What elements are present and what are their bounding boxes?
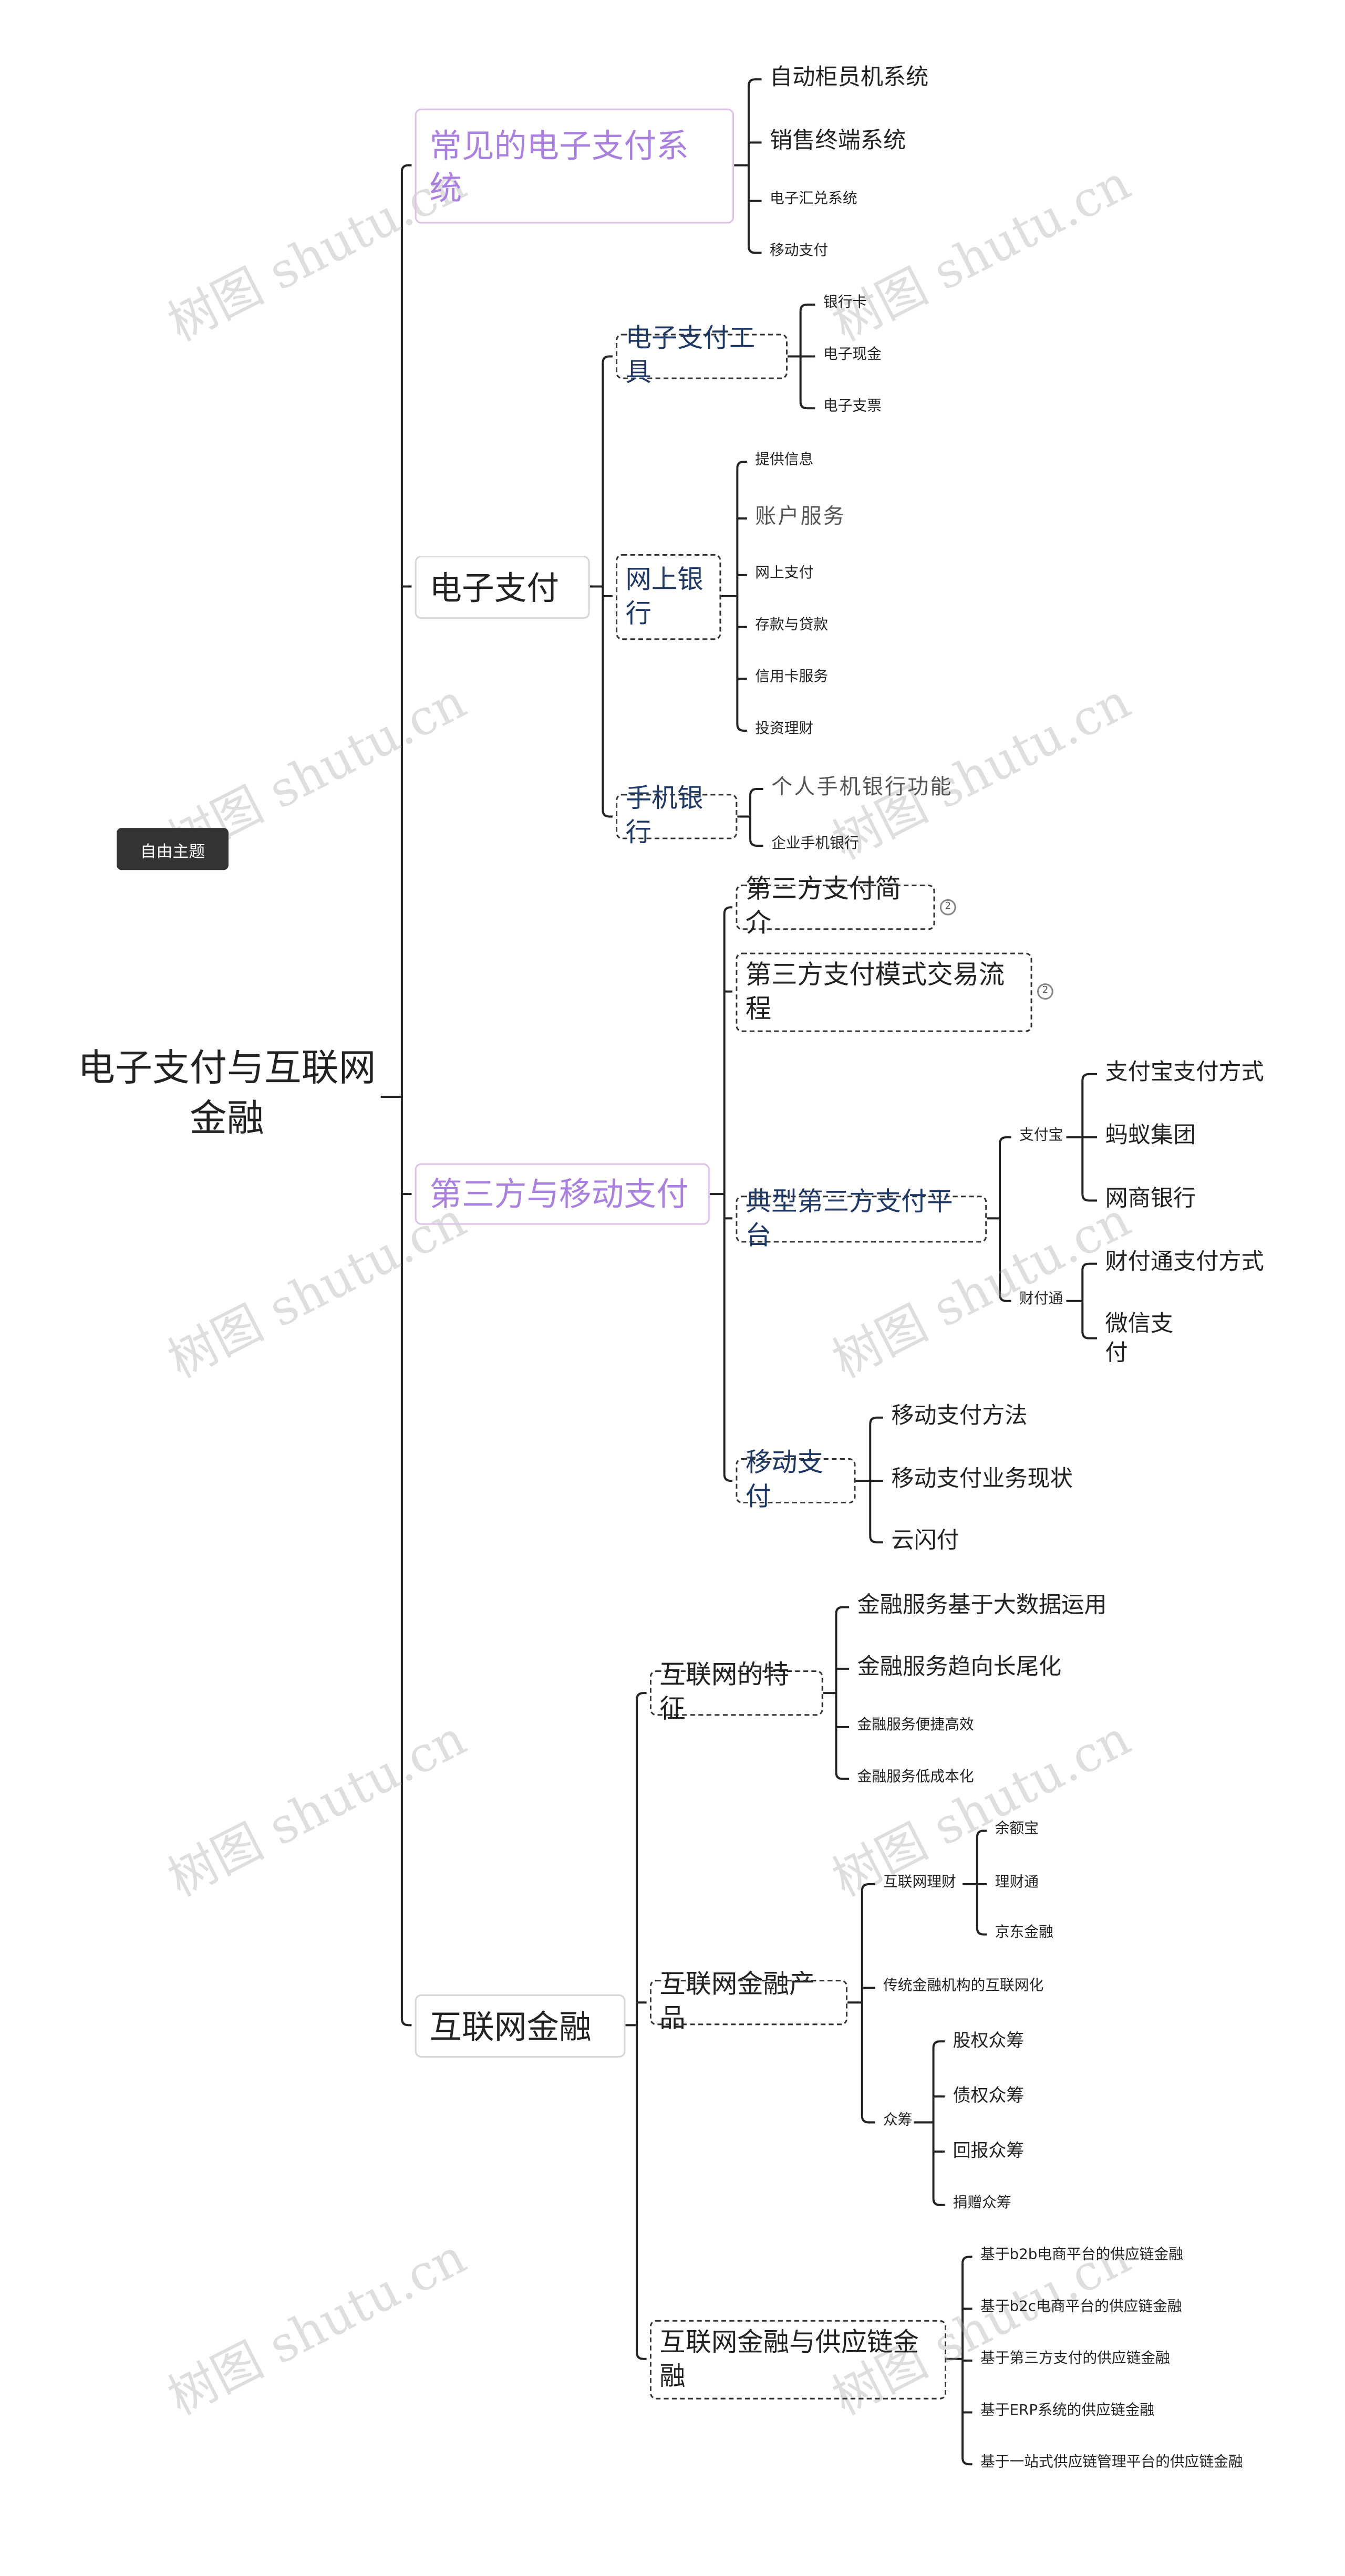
topic-supply-chain-finance[interactable]: 互联网金融与供应链金融	[649, 2320, 947, 2400]
connector	[1081, 1332, 1098, 1339]
topic-typical-platforms[interactable]: 典型第三方支付平台	[736, 1186, 987, 1250]
connector	[747, 78, 762, 86]
connector	[736, 724, 747, 732]
leaf[interactable]: 账户服务	[755, 505, 846, 530]
leaf[interactable]: 移动支付业务现状	[891, 1467, 1073, 1493]
leaf[interactable]: 金融服务基于大数据运用	[857, 1593, 1107, 1619]
topic-payment-tools[interactable]: 电子支付工具	[616, 323, 788, 387]
connector	[799, 303, 815, 311]
leaf[interactable]: 股权众筹	[953, 2030, 1025, 2052]
connector	[961, 2256, 972, 2263]
connector	[932, 2040, 945, 2048]
branch-internet-finance[interactable]: 互联网金融	[415, 1994, 626, 2058]
branch-third-party-mobile[interactable]: 第三方与移动支付	[415, 1163, 710, 1225]
branch-common-payment-systems[interactable]: 常见的电子支付系统	[415, 108, 734, 224]
leaf[interactable]: 微信支付	[1105, 1311, 1174, 1366]
topic-mobile-payment[interactable]: 移动支付	[736, 1447, 856, 1512]
leaf[interactable]: 金融服务便捷高效	[857, 1718, 974, 1734]
connector	[999, 1294, 1011, 1302]
leaf[interactable]: 余额宝	[995, 1821, 1039, 1838]
leaf[interactable]: 蚂蚁集团	[1105, 1123, 1196, 1149]
connector	[602, 355, 613, 363]
leaf[interactable]: 移动支付方法	[891, 1403, 1028, 1430]
leaf[interactable]: 电子汇兑系统	[770, 192, 857, 208]
connector	[869, 1535, 883, 1544]
free-topic[interactable]: 自由主题	[117, 828, 229, 870]
leaf[interactable]: 基于一站式供应链管理平台的供应链金融	[980, 2455, 1243, 2471]
connector	[723, 1474, 733, 1482]
topic-internet-finance-products[interactable]: 互联网金融产品	[649, 1969, 848, 2033]
connector	[723, 906, 733, 914]
topic-online-banking[interactable]: 网上银行	[616, 554, 721, 640]
leaf[interactable]: 支付宝支付方式	[1105, 1060, 1264, 1086]
connector	[736, 461, 747, 469]
leaf[interactable]: 自动柜员机系统	[770, 65, 929, 91]
connector	[400, 164, 412, 172]
branch-electronic-payment[interactable]: 电子支付	[415, 555, 590, 619]
connector	[835, 1772, 850, 1780]
connector	[835, 1606, 850, 1614]
leaf[interactable]: 捐赠众筹	[953, 2196, 1011, 2213]
connector	[636, 1692, 647, 1700]
connector	[749, 788, 763, 796]
leaf[interactable]: 基于第三方支付的供应链金融	[980, 2351, 1170, 2368]
connector	[861, 2115, 875, 2124]
connector	[961, 2457, 972, 2466]
connector	[749, 839, 763, 847]
subtopic-alipay[interactable]: 支付宝	[1019, 1128, 1063, 1145]
leaf[interactable]: 基于b2c电商平台的供应链金融	[980, 2299, 1182, 2316]
leaf[interactable]: 债权众筹	[953, 2085, 1025, 2106]
leaf[interactable]: 电子现金	[823, 347, 882, 364]
connector	[400, 2018, 412, 2027]
connector	[999, 1136, 1011, 1144]
connector	[636, 2352, 647, 2360]
leaf[interactable]: 电子支票	[823, 399, 882, 416]
count-badge[interactable]: 2	[939, 899, 956, 916]
connector	[869, 1416, 883, 1425]
connector	[976, 1928, 987, 1936]
leaf[interactable]: 云闪付	[891, 1528, 959, 1554]
leaf[interactable]: 移动支付	[770, 243, 829, 260]
leaf[interactable]: 财付通支付方式	[1105, 1249, 1264, 1276]
root-topic[interactable]: 电子支付与互联网金融	[78, 1048, 376, 1141]
topic-internet-features[interactable]: 互联网的特征	[649, 1659, 823, 1724]
connector	[799, 401, 815, 410]
connector	[932, 2198, 945, 2206]
leaf[interactable]: 基于b2b电商平台的供应链金融	[980, 2248, 1184, 2264]
leaf[interactable]: 企业手机银行	[771, 836, 859, 853]
leaf[interactable]: 理财通	[995, 1875, 1039, 1892]
leaf[interactable]: 存款与贷款	[755, 618, 829, 635]
count-badge[interactable]: 2	[1037, 983, 1053, 1000]
connector	[861, 1883, 875, 1891]
connector	[1081, 1262, 1098, 1271]
subtopic-tenpay[interactable]: 财付通	[1019, 1292, 1063, 1308]
connector	[602, 810, 613, 818]
leaf[interactable]: 基于ERP系统的供应链金融	[980, 2403, 1155, 2420]
leaf[interactable]: 网商银行	[1105, 1186, 1196, 1212]
topic-third-party-intro[interactable]: 第三方支付简介	[736, 874, 935, 938]
leaf[interactable]: 回报众筹	[953, 2140, 1025, 2162]
leaf[interactable]: 银行卡	[823, 295, 867, 312]
leaf[interactable]: 提供信息	[755, 452, 814, 469]
topic-mobile-banking[interactable]: 手机银行	[616, 783, 738, 847]
leaf[interactable]: 金融服务低成本化	[857, 1770, 974, 1786]
topic-third-party-flow[interactable]: 第三方支付模式交易流程	[736, 952, 1032, 1032]
connector	[1081, 1073, 1098, 1081]
leaf[interactable]: 金融服务趋向长尾化	[857, 1654, 1062, 1681]
connector	[1081, 1194, 1098, 1202]
leaf[interactable]: 销售终端系统	[770, 128, 906, 154]
subtopic-traditional-institutions[interactable]: 传统金融机构的互联网化	[883, 1979, 1044, 1995]
subtopic-crowdfunding[interactable]: 众筹	[883, 2113, 913, 2130]
leaf[interactable]: 信用卡服务	[755, 669, 829, 686]
leaf[interactable]: 个人手机银行功能	[771, 775, 953, 801]
leaf[interactable]: 投资理财	[755, 721, 814, 738]
connector	[976, 1830, 987, 1837]
connector	[747, 246, 762, 254]
leaf[interactable]: 网上支付	[755, 566, 814, 583]
leaf[interactable]: 京东金融	[995, 1925, 1053, 1942]
subtopic-internet-wealth[interactable]: 互联网理财	[883, 1875, 956, 1892]
